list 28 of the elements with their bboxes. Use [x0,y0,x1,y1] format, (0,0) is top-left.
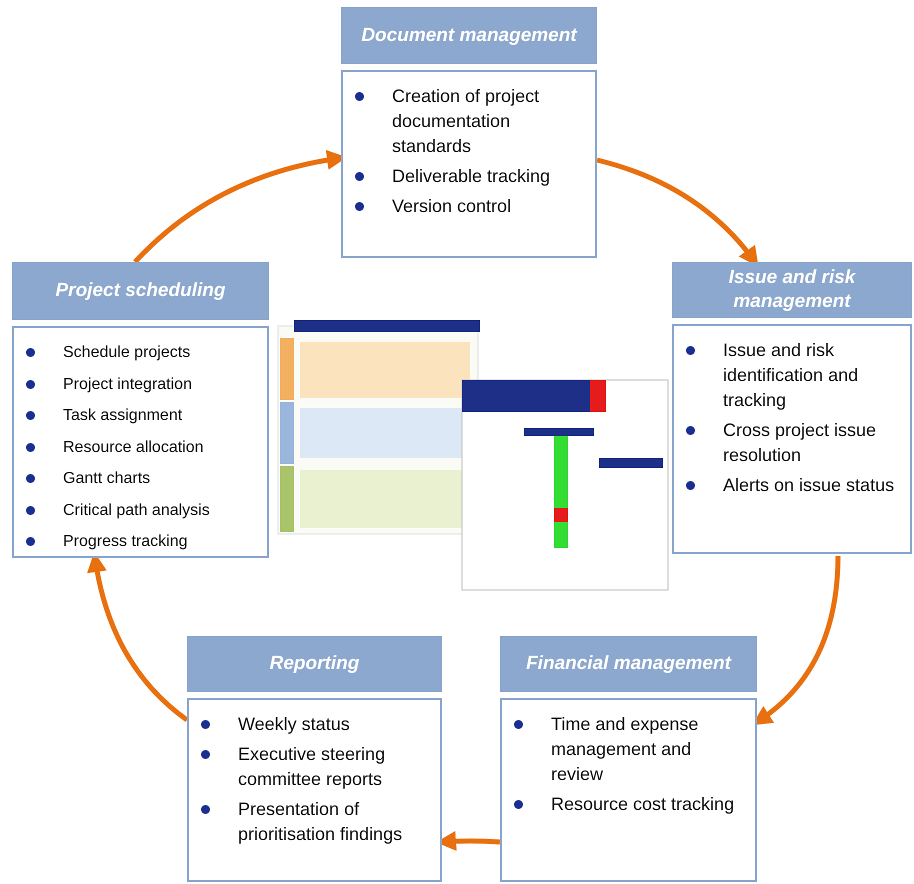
list-text: Time and expense management and review [551,713,700,786]
section-heading: Financial management [500,636,757,692]
list-text: Weekly status [238,713,350,736]
module-card [672,262,912,554]
list-text: Presentation of prioritisation findings [238,798,404,846]
list-text: Resource cost tracking [551,793,734,816]
list-text: Creation of project documentation standards [392,85,540,158]
list-text: Critical path analysis [63,500,210,520]
module-card [500,636,757,882]
list-text: Cross project issue resolution [723,419,878,467]
section-heading: Project scheduling [12,262,269,320]
section-heading: Document management [341,7,597,64]
list-text: Executive steering committee reports [238,743,386,791]
list-text: Issue and risk identification and tracking [723,339,860,412]
list-text: Task assignment [63,406,182,426]
list-text: Progress tracking [63,532,188,552]
list-text: Schedule projects [63,343,190,363]
list-text: Gantt charts [63,469,150,489]
list-text: Resource allocation [63,438,204,458]
module-card [341,7,597,258]
list-text: Alerts on issue status [723,474,894,497]
list-text: Deliverable tracking [392,165,550,188]
list-text: Version control [392,195,512,218]
module-card [187,636,442,882]
module-card [12,262,269,558]
section-heading: Reporting [187,636,442,692]
list-text: Project integration [63,374,192,394]
section-heading: Issue and risk management [672,262,912,318]
